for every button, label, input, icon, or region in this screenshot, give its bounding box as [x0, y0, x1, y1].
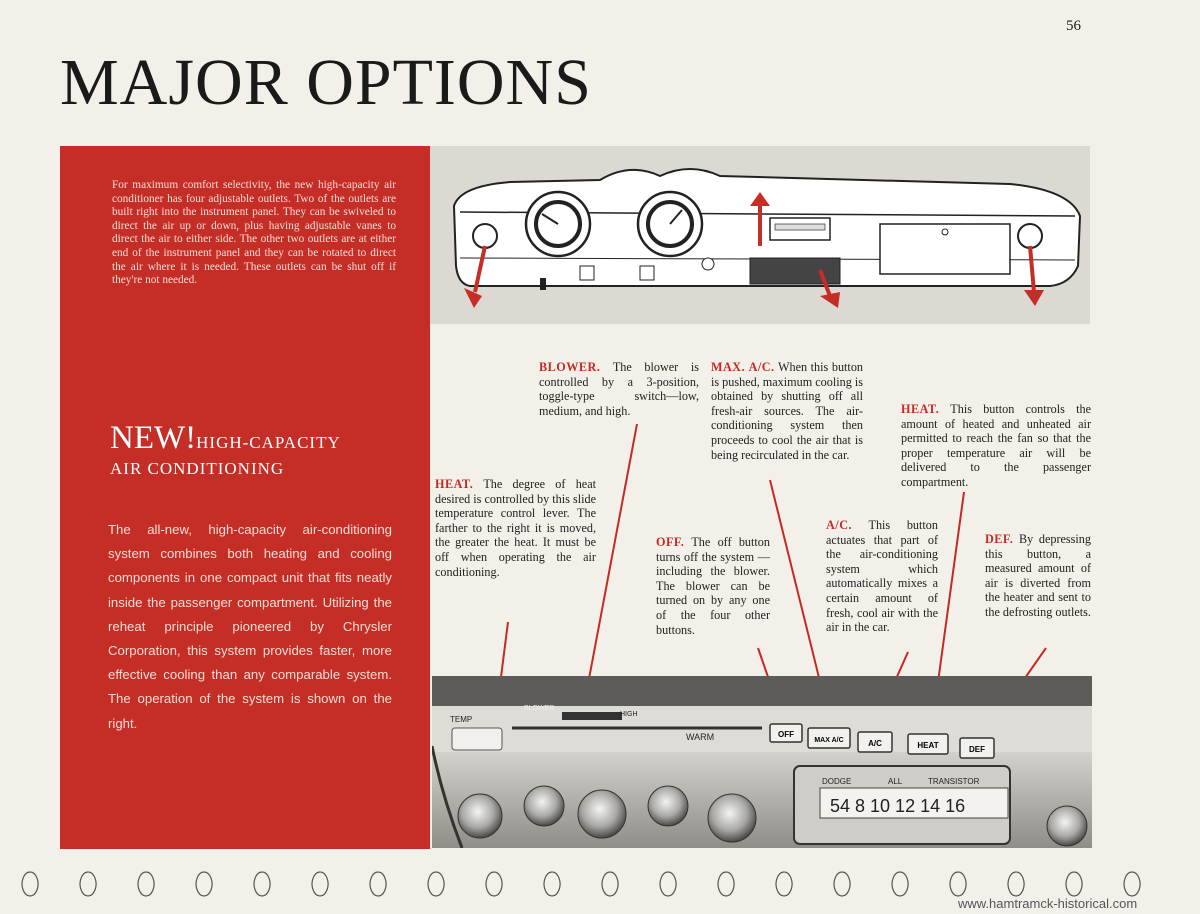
center-outlets-icon [749, 257, 841, 285]
dashboard-illustration [452, 168, 1082, 308]
knob-icon [707, 793, 757, 843]
button-ac-label: A/C [868, 739, 882, 748]
control-panel-photo: BLOWER HIGH TEMP WARM OFF MAX A/C A/C HE… [432, 676, 1092, 848]
button-max-ac[interactable]: MAX A/C [807, 727, 851, 749]
headline: NEW!HIGH-CAPACITY AIR CONDITIONING [110, 420, 341, 479]
page-title: MAJOR OPTIONS [60, 46, 592, 119]
callout-heat-lever-text: The degree of heat desired is controlled… [435, 477, 596, 579]
callout-ac-text: This button actuates that part of the ai… [826, 518, 938, 635]
callout-ac-term: A/C. [826, 518, 853, 532]
callout-heat-lever: HEAT. The degree of heat desired is cont… [435, 477, 596, 579]
callout-def-text: By depressing this button, a measured am… [985, 532, 1091, 619]
callout-heat-button-term: HEAT. [901, 402, 940, 416]
button-heat[interactable]: HEAT [907, 733, 949, 755]
knob-icon [523, 785, 565, 827]
radio-brand: DODGE [822, 777, 851, 786]
panel-blower-label: BLOWER [524, 705, 554, 712]
radio-dial-numbers: 54 8 10 12 14 16 [830, 796, 965, 816]
button-heat-label: HEAT [917, 741, 938, 750]
glovebox-icon [879, 223, 1011, 275]
callout-max-ac: MAX. A/C. When this button is pushed, ma… [711, 360, 863, 462]
left-outlet-icon [472, 223, 498, 249]
headline-new: NEW! [110, 420, 197, 456]
callout-off-term: OFF. [656, 535, 685, 549]
footer-watermark[interactable]: www.hamtramck-historical.com [958, 896, 1138, 911]
button-off[interactable]: OFF [769, 723, 803, 743]
callout-max-ac-term: MAX. A/C. [711, 360, 775, 374]
callout-blower-term: BLOWER. [539, 360, 601, 374]
callout-heat-button-text: This button controls the amount of heate… [901, 402, 1091, 489]
page-number: 56 [1066, 18, 1081, 34]
callout-heat-button: HEAT. This button controls the amount of… [901, 402, 1091, 490]
callout-def-term: DEF. [985, 532, 1014, 546]
intro-paragraph: For maximum comfort selectivity, the new… [112, 179, 396, 287]
button-off-label: OFF [778, 730, 794, 739]
headline-line1: HIGH-CAPACITY [196, 433, 341, 452]
panel-high-label: HIGH [620, 711, 638, 718]
knob-icon [647, 785, 689, 827]
knob-icon [577, 789, 627, 839]
radio-transistor: TRANSISTOR [928, 777, 980, 786]
callout-max-ac-text: When this button is pushed, maximum cool… [711, 360, 864, 462]
callout-blower-text: The blower is controlled by a 3-position… [539, 360, 699, 418]
body-paragraph: The all-new, high-capacity air-condition… [108, 522, 392, 731]
airflow-arrows [464, 192, 1044, 308]
button-def-label: DEF [969, 745, 985, 754]
callout-ac: A/C. This button actuates that part of t… [826, 518, 938, 635]
callout-off: OFF. The off button turns off the system… [656, 535, 770, 637]
panel-warm-label: WARM [686, 732, 714, 742]
temp-lever-icon [451, 727, 503, 751]
knob-icon [1046, 805, 1088, 847]
button-def[interactable]: DEF [959, 737, 995, 759]
callout-heat-lever-term: HEAT. [435, 477, 474, 491]
right-outlet-icon [1017, 223, 1043, 249]
headline-line2: AIR CONDITIONING [110, 459, 285, 478]
callout-def: DEF. By depressing this button, a measur… [985, 532, 1091, 620]
red-panel [60, 146, 430, 849]
callout-blower: BLOWER. The blower is controlled by a 3-… [539, 360, 699, 418]
panel-temp-label: TEMP [450, 715, 472, 724]
button-ac[interactable]: A/C [857, 731, 893, 753]
binding-holes [21, 871, 1141, 897]
button-max-ac-label: MAX A/C [814, 737, 843, 744]
knob-icon [457, 793, 503, 839]
radio-all: ALL [888, 777, 903, 786]
callout-off-text: The off button turns off the system — in… [656, 535, 770, 637]
